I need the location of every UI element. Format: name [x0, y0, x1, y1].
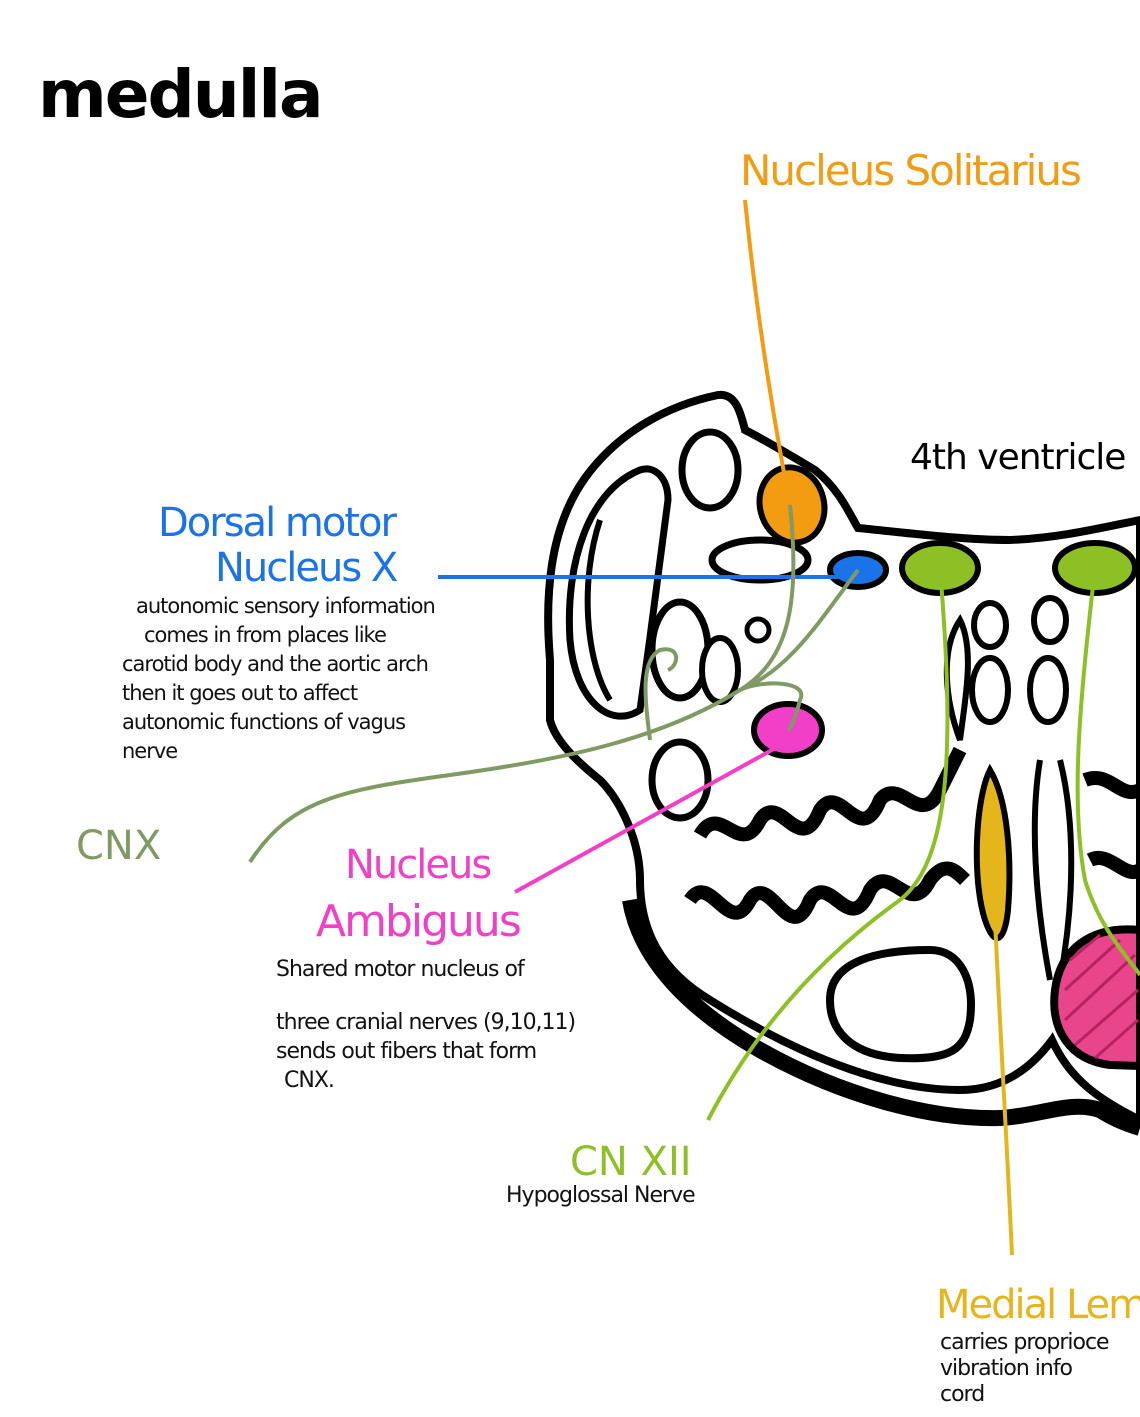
nucleus-ambiguus-label-line2: Ambiguus	[316, 900, 520, 944]
note-line: three cranial nerves (9,10,11)	[276, 1008, 575, 1037]
lower-left-oval	[652, 742, 708, 818]
cn-x-label: CNX	[76, 826, 161, 866]
medial-lemniscus-note: carries proprioce vibration info cord	[940, 1330, 1109, 1408]
note-line: vibration info	[940, 1356, 1109, 1382]
fourth-ventricle-label: 4th ventricle	[910, 440, 1125, 476]
cn-xii-sublabel: Hypoglossal Nerve	[506, 1185, 695, 1207]
nucleus-ambiguus-note: Shared motor nucleus of three cranial ne…	[276, 955, 575, 1095]
dorsal-motor-label-line1: Dorsal motor	[158, 503, 395, 543]
note-line: then it goes out to affect	[122, 679, 435, 708]
medial-lemniscus-label: Medial Lem	[936, 1285, 1140, 1325]
small-circle	[747, 619, 769, 641]
upper-oval-1	[682, 432, 738, 508]
dorsal-motor-label-line2: Nucleus X	[215, 548, 396, 588]
note-line: sends out fibers that form	[276, 1037, 575, 1066]
pyramid-left	[830, 950, 971, 1058]
note-line: autonomic functions of vagus	[122, 708, 435, 737]
note-line: autonomic sensory information	[122, 592, 435, 621]
midline-oval-4	[1030, 658, 1066, 722]
note-line: cord	[940, 1382, 1109, 1408]
midline-oval-2	[972, 658, 1008, 722]
midline-oval-3	[1034, 598, 1066, 642]
nucleus-ambiguus-label-line1: Nucleus	[345, 845, 490, 885]
note-line: CNX.	[276, 1066, 575, 1095]
note-line: comes in from places like	[122, 621, 435, 650]
page-title: medulla	[38, 62, 322, 128]
note-line: carries proprioce	[940, 1330, 1109, 1356]
cn-xii-label: CN XII	[570, 1142, 692, 1182]
note-line: nerve	[122, 737, 435, 766]
midline-oval-1	[974, 603, 1006, 647]
dorsal-motor-note: autonomic sensory information comes in f…	[122, 592, 435, 766]
nucleus-solitarius-label: Nucleus Solitarius	[740, 150, 1080, 192]
note-line: Shared motor nucleus of	[276, 955, 575, 984]
note-line: carotid body and the aortic arch	[122, 650, 435, 679]
